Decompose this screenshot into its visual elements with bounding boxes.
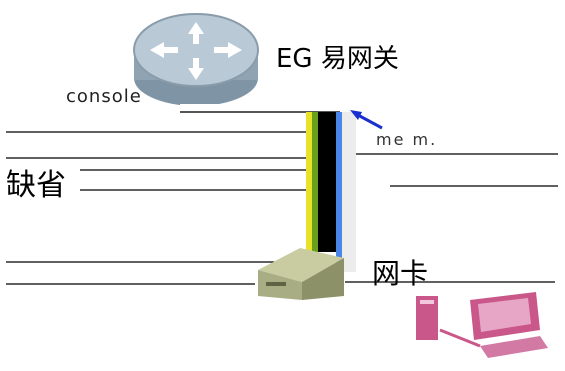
computer-icon (416, 292, 548, 358)
port-label: me m. (376, 130, 438, 149)
nic-label: 网卡 (372, 257, 429, 290)
pc-tower-icon (258, 248, 344, 300)
default-label: 缺省 (6, 168, 66, 203)
router-label: EG 易网关 (276, 44, 399, 74)
router-icon (133, 13, 259, 106)
guide-lines (6, 131, 558, 285)
pointer-arrow-icon (350, 110, 383, 130)
cable-bundle (306, 112, 356, 272)
router-arrows-icon (150, 22, 242, 80)
console-label: console (66, 86, 142, 107)
